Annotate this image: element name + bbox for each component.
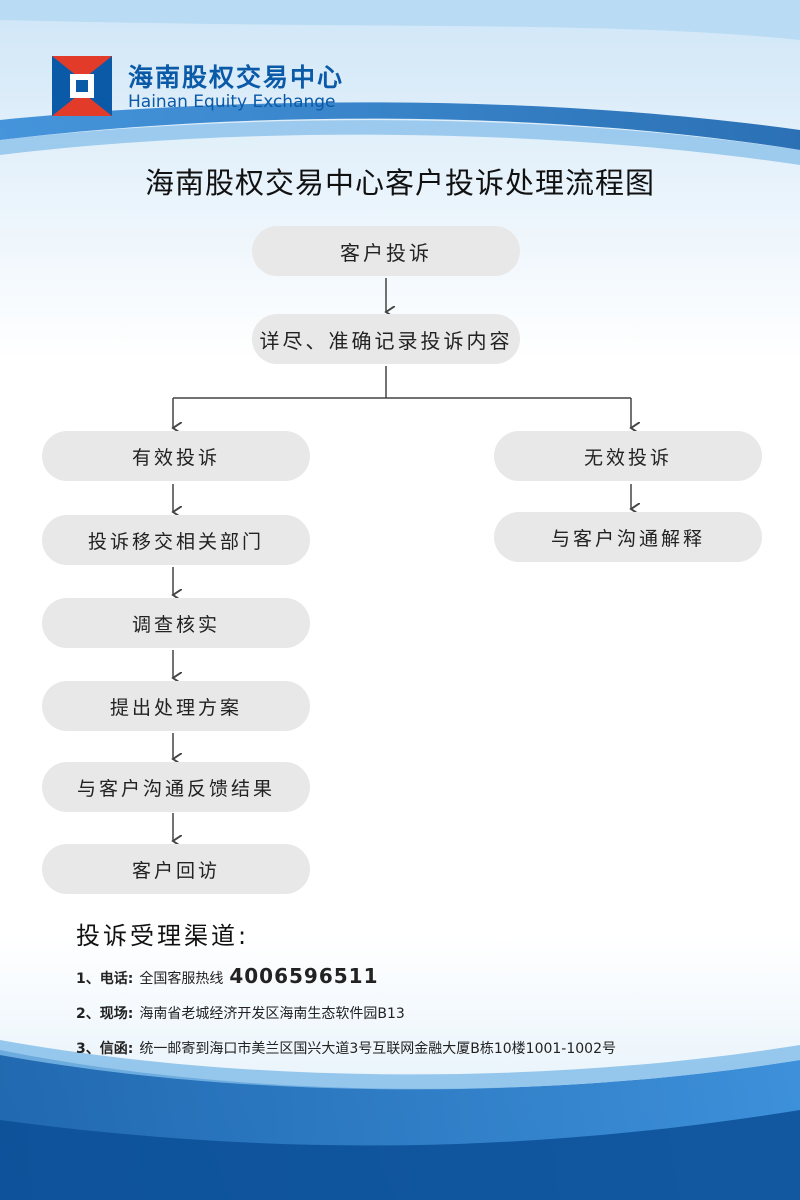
exchange-logo-icon	[52, 56, 112, 116]
step-customer-revisit: 客户回访	[42, 844, 310, 894]
step-propose-solution: 提出处理方案	[42, 681, 310, 731]
channel-phone: 1、电话: 全国客服热线 4006596511	[76, 964, 379, 988]
step-customer-complaint: 客户投诉	[252, 226, 520, 276]
channel-mail-text: 统一邮寄到海口市美兰区国兴大道3号互联网金融大厦B栋10楼1001-1002号	[139, 1041, 616, 1057]
branch-valid-complaint: 有效投诉	[42, 431, 310, 481]
step-explain-to-customer: 与客户沟通解释	[494, 512, 762, 562]
step-transfer-department: 投诉移交相关部门	[42, 515, 310, 565]
channel-onsite-text: 海南省老城经济开发区海南生态软件园B13	[139, 1006, 405, 1022]
step-record-complaint: 详尽、准确记录投诉内容	[252, 314, 520, 364]
page-title: 海南股权交易中心客户投诉处理流程图	[144, 166, 655, 200]
channel-onsite-label: 2、现场:	[76, 1006, 134, 1022]
channels-title: 投诉受理渠道:	[76, 922, 250, 950]
branch-invalid-complaint: 无效投诉	[494, 431, 762, 481]
brand-name-cn: 海南股权交易中心	[128, 63, 345, 92]
channel-mail: 3、信函: 统一邮寄到海口市美兰区国兴大道3号互联网金融大厦B栋10楼1001-…	[76, 1038, 616, 1058]
step-feedback-result: 与客户沟通反馈结果	[42, 762, 310, 812]
step-investigate: 调查核实	[42, 598, 310, 648]
channel-onsite: 2、现场: 海南省老城经济开发区海南生态软件园B13	[76, 1003, 405, 1023]
hotline-number: 4006596511	[229, 964, 379, 988]
channel-mail-label: 3、信函:	[76, 1041, 134, 1057]
channel-phone-text: 全国客服热线	[139, 971, 224, 987]
brand-name-en: Hainan Equity Exchange	[128, 92, 336, 112]
channel-phone-label: 1、电话:	[76, 971, 134, 987]
